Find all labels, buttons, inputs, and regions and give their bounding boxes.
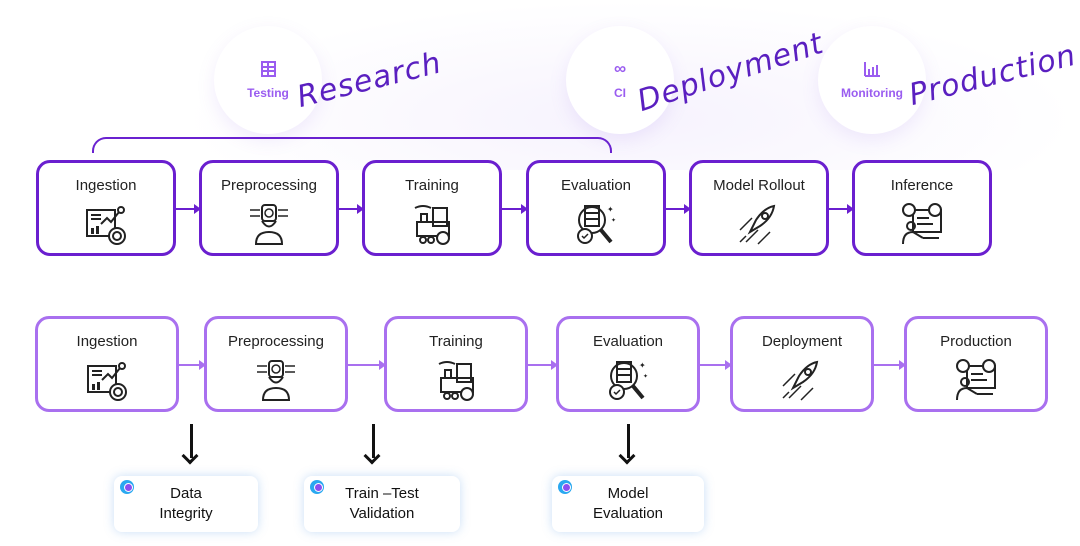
- check-logo-icon: [558, 480, 572, 494]
- check-label-line1: Model: [607, 485, 649, 502]
- server-magnifier-icon: [608, 359, 651, 401]
- ai-brain-person-icon: [256, 360, 296, 401]
- test-table-icon: [259, 60, 277, 80]
- stage-label: Ingestion: [75, 177, 137, 194]
- top-stage-ingestion: Ingestion: [36, 160, 176, 256]
- testing-circle: Testing: [214, 26, 322, 134]
- flow-arrow: [339, 204, 364, 214]
- bottom-stage-evaluation: Evaluation: [556, 316, 700, 412]
- check-label-line2: Evaluation: [592, 505, 664, 522]
- top-stage-training: Training: [362, 160, 502, 256]
- monitor-operator-icon: [902, 203, 942, 245]
- stage-label: Ingestion: [76, 333, 138, 350]
- monitoring-label: Monitoring: [841, 86, 903, 100]
- bottom-stage-production: Production: [904, 316, 1048, 412]
- flow-arrow: [700, 360, 732, 370]
- stage-label: Preprocessing: [228, 333, 324, 350]
- server-magnifier-icon: [576, 203, 619, 245]
- rocket-icon: [739, 205, 775, 245]
- flow-arrow: [829, 204, 854, 214]
- flow-arrow: [348, 360, 386, 370]
- stage-label: Preprocessing: [221, 177, 317, 194]
- stage-label: Production: [940, 333, 1012, 350]
- bar-chart-icon: [863, 60, 881, 80]
- top-stage-model-rollout: Model Rollout: [689, 160, 829, 256]
- bottom-stage-deployment: Deployment: [730, 316, 874, 412]
- stage-label: Training: [405, 177, 459, 194]
- flow-arrow: [176, 204, 201, 214]
- data-dashboard-icon: [86, 206, 126, 245]
- check-label-line1: Data: [170, 485, 202, 502]
- ai-brain-person-icon: [249, 204, 289, 245]
- top-stage-preprocessing: Preprocessing: [199, 160, 339, 256]
- data-dashboard-icon: [87, 362, 127, 401]
- flow-arrow: [874, 360, 906, 370]
- ci-circle: ∞ CI: [566, 26, 674, 134]
- research-bracket: [92, 137, 612, 153]
- flow-arrow: [502, 204, 528, 214]
- top-stage-evaluation: Evaluation: [526, 160, 666, 256]
- check-label-line1: Train –Test: [345, 485, 419, 502]
- top-stage-inference: Inference: [852, 160, 992, 256]
- rocket-icon: [782, 361, 818, 401]
- check-logo-icon: [120, 480, 134, 494]
- stage-label: Deployment: [761, 333, 843, 350]
- stage-label: Training: [429, 333, 483, 350]
- testing-label: Testing: [247, 86, 289, 100]
- train-locomotive-icon: [414, 205, 450, 245]
- down-arrow-model-eval: [627, 424, 630, 458]
- ci-label: CI: [614, 86, 626, 100]
- infinity-icon: ∞: [613, 59, 627, 78]
- bottom-stage-preprocessing: Preprocessing: [204, 316, 348, 412]
- flow-arrow: [666, 204, 691, 214]
- bottom-stage-training: Training: [384, 316, 528, 412]
- check-label-line2: Validation: [349, 505, 415, 522]
- check-label-line2: Integrity: [159, 505, 213, 522]
- stage-label: Model Rollout: [713, 177, 805, 194]
- check-logo-icon: [310, 480, 324, 494]
- down-arrow-data-integrity: [190, 424, 193, 458]
- monitor-operator-icon: [956, 359, 996, 401]
- stage-label: Evaluation: [592, 333, 664, 350]
- stage-label: Inference: [890, 177, 954, 194]
- bottom-stage-ingestion: Ingestion: [35, 316, 179, 412]
- flow-arrow: [528, 360, 558, 370]
- down-arrow-train-test: [372, 424, 375, 458]
- train-locomotive-icon: [438, 361, 474, 401]
- monitoring-circle: Monitoring: [818, 26, 926, 134]
- stage-label: Evaluation: [560, 177, 632, 194]
- flow-arrow: [179, 360, 206, 370]
